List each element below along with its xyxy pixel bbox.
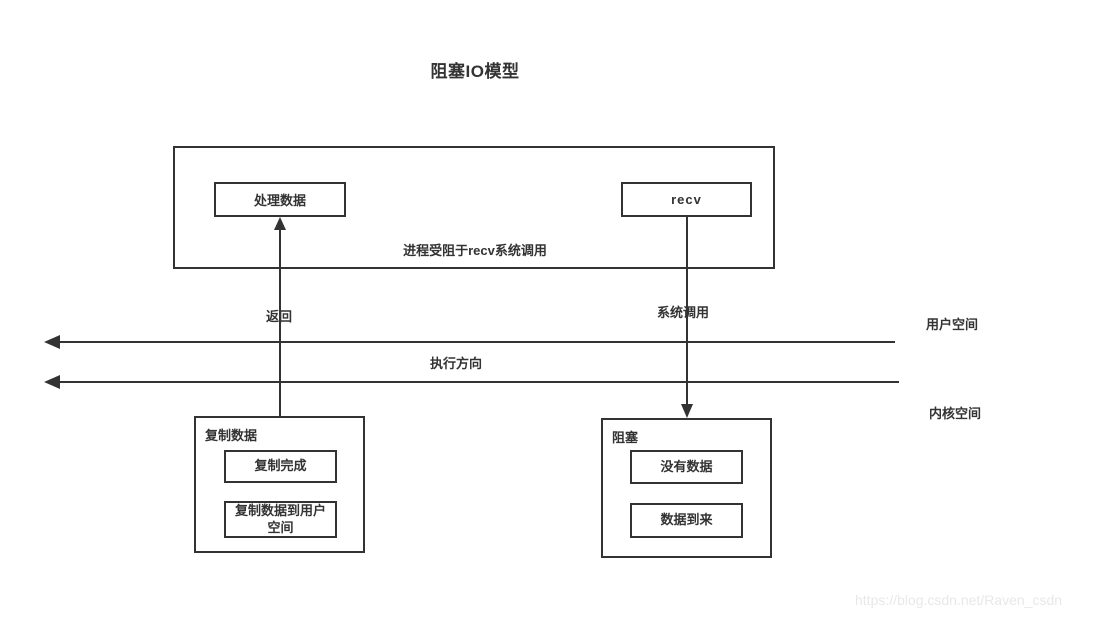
- copy-to-user-space-label: 复制数据到用户空间: [234, 503, 326, 535]
- return-arrowhead-up-icon: [274, 217, 286, 230]
- data-arrives-box: 数据到来: [630, 503, 743, 538]
- copy-complete-label: 复制完成: [254, 458, 307, 474]
- return-label: 返回: [266, 309, 293, 324]
- kernel-space-axis-arrowhead-icon: [44, 375, 60, 389]
- copy-data-group-box: 复制数据 复制完成 复制数据到用户空间: [194, 416, 365, 553]
- user-space-axis-arrowhead-icon: [44, 335, 60, 349]
- return-arrow-line: [279, 228, 281, 416]
- no-data-box: 没有数据: [630, 450, 743, 484]
- data-arrives-label: 数据到来: [660, 512, 713, 528]
- process-data-box: 处理数据: [214, 182, 346, 217]
- process-data-label: 处理数据: [253, 193, 306, 208]
- blocking-group-title: 阻塞: [612, 430, 639, 445]
- watermark-text: https://blog.csdn.net/Raven_csdn: [855, 592, 1063, 608]
- blocking-group-box: 阻塞 没有数据 数据到来: [601, 418, 772, 558]
- execution-direction-label: 执行方向: [429, 356, 482, 371]
- no-data-label: 没有数据: [660, 458, 713, 474]
- blocked-note-text: 进程受阻于recv系统调用: [403, 243, 547, 258]
- diagram-title: 阻塞IO模型: [430, 62, 520, 81]
- system-call-label: 系统调用: [657, 305, 710, 320]
- user-space-axis-line: [57, 341, 895, 343]
- recv-box: recv: [621, 182, 752, 217]
- user-space-label: 用户空间: [926, 317, 979, 332]
- syscall-arrowhead-down-icon: [681, 404, 693, 418]
- copy-data-group-title: 复制数据: [205, 428, 258, 443]
- kernel-space-axis-line: [57, 381, 899, 383]
- copy-to-user-space-box: 复制数据到用户空间: [224, 501, 337, 538]
- syscall-arrow-line: [686, 217, 688, 405]
- copy-complete-box: 复制完成: [224, 450, 337, 483]
- recv-label: recv: [671, 192, 702, 207]
- kernel-space-label: 内核空间: [929, 406, 982, 421]
